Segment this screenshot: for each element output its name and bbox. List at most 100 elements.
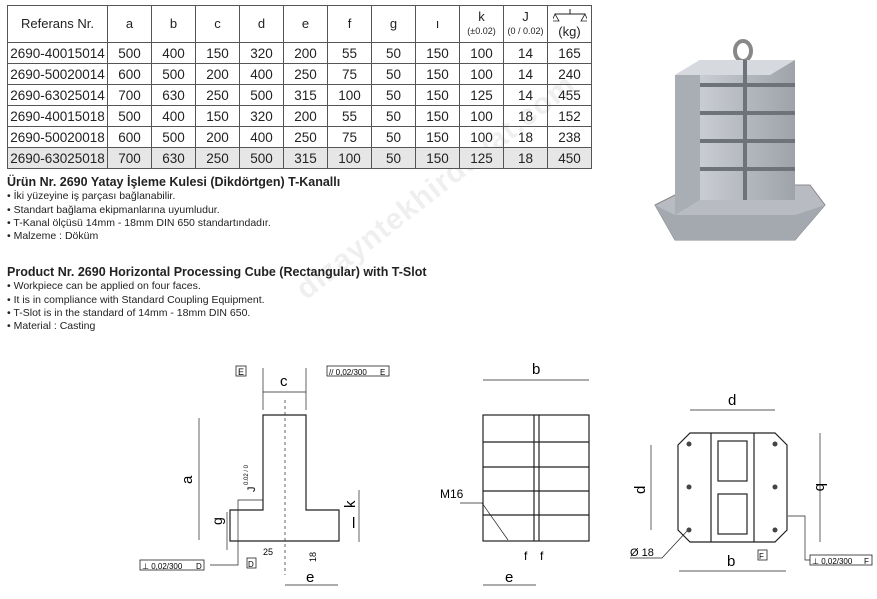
table-cell: 400 — [151, 105, 196, 127]
scale-icon — [552, 9, 587, 22]
header-label: (kg) — [558, 24, 581, 39]
dim-b-right: b — [812, 483, 829, 491]
column-header: J (0 / 0.02) — [503, 5, 548, 43]
dim-d-top: d — [728, 392, 736, 409]
perp-tolerance: ⊥ 0,02/300 — [812, 557, 853, 566]
table-cell: 165 — [547, 42, 592, 64]
dim-j-tolerance: 0.02 / 0 — [244, 464, 250, 485]
table-cell: 250 — [195, 84, 240, 106]
table-cell: 150 — [415, 105, 460, 127]
table-cell: 150 — [415, 84, 460, 106]
header-sub: (±0.02) — [467, 26, 496, 36]
dim-k: k — [342, 500, 359, 508]
header-label: e — [301, 16, 310, 31]
header-sub: (0 / 0.02) — [507, 26, 544, 36]
header-label: k — [478, 9, 485, 24]
table-cell: 150 — [415, 147, 460, 169]
en-bullet: • T-Slot is in the standard of 14mm - 18… — [7, 306, 251, 319]
dim-b-bottom: b — [727, 553, 735, 570]
dim-d-left: d — [632, 486, 649, 494]
tr-bullet: • İki yüzeyine iş parçası bağlanabilir. — [7, 190, 176, 203]
table-cell: 150 — [195, 42, 240, 64]
turkish-description: Ürün Nr. 2690 Yatay İşleme Kulesi (Dikdö… — [7, 175, 340, 243]
dim-j: J — [246, 487, 258, 493]
table-cell: 55 — [327, 105, 372, 127]
table-cell: 250 — [283, 63, 328, 85]
datum-e-label: E — [238, 367, 244, 377]
header-label: a — [125, 16, 134, 31]
table-cell: 50 — [371, 126, 416, 148]
table-cell: 18 — [503, 126, 548, 148]
en-bullet: • Workpiece can be applied on four faces… — [7, 280, 201, 293]
dim-a: a — [179, 475, 196, 484]
table-cell: 500 — [239, 147, 284, 169]
table-cell: 125 — [459, 84, 504, 106]
side-view-drawing: E // 0,02/300 E c a J 0.02 / 0 g k l ⊥ 0… — [139, 365, 390, 586]
perp-ref: F — [864, 557, 869, 566]
table-cell: 75 — [327, 63, 372, 85]
parallel-ref: E — [380, 368, 385, 377]
table-cell: 630 — [151, 147, 196, 169]
table-cell: 315 — [283, 84, 328, 106]
table-cell: 150 — [195, 105, 240, 127]
column-header: g — [371, 5, 416, 43]
table-cell: 450 — [547, 147, 592, 169]
column-header: k (±0.02) — [459, 5, 504, 43]
table-cell: 14 — [503, 63, 548, 85]
table-cell: 100 — [327, 84, 372, 106]
header-label: J — [522, 9, 529, 24]
table-cell: 455 — [547, 84, 592, 106]
perp-ref: D — [196, 562, 202, 571]
datum-d-label: D — [248, 560, 254, 569]
dim-g: g — [209, 517, 225, 525]
dim-e: e — [505, 569, 513, 586]
datum-f-label: F — [759, 552, 764, 561]
tr-bullet: • T-Kanal ölçüsü 14mm - 18mm DIN 650 sta… — [7, 216, 271, 229]
tr-bullet: • Malzeme : Döküm — [7, 230, 99, 243]
table-cell: 18 — [503, 147, 548, 169]
m16-label: M16 — [440, 487, 464, 501]
table-cell: 100 — [459, 126, 504, 148]
front-view-drawing: b M16 f f e — [440, 361, 590, 586]
table-cell: 200 — [283, 105, 328, 127]
header-label: g — [389, 16, 398, 31]
column-header: a — [107, 5, 152, 43]
table-cell: 2690-40015018 — [7, 105, 108, 127]
dim-c: c — [280, 373, 288, 390]
dim-l: l — [352, 515, 355, 532]
english-description: Product Nr. 2690 Horizontal Processing C… — [7, 265, 427, 333]
table-cell: 150 — [415, 126, 460, 148]
top-view-drawing: d d b b Ø 18 F ⊥ 0,02/300 F — [630, 392, 873, 572]
table-cell: 50 — [371, 42, 416, 64]
table-cell: 700 — [107, 84, 152, 106]
column-header: c — [195, 5, 240, 43]
hole-diameter: Ø 18 — [630, 547, 654, 559]
dim-e: e — [306, 569, 314, 586]
table-cell: 2690-63025014 — [7, 84, 108, 106]
column-header: Referans Nr. — [7, 5, 108, 43]
table-cell: 100 — [459, 105, 504, 127]
column-header: f — [327, 5, 372, 43]
table-cell: 500 — [107, 42, 152, 64]
header-label: ı — [435, 16, 440, 31]
table-cell: 700 — [107, 147, 152, 169]
table-cell: 600 — [107, 63, 152, 85]
dim-f: f — [540, 549, 544, 563]
table-cell: 50 — [371, 105, 416, 127]
en-bullet: • It is in compliance with Standard Coup… — [7, 293, 265, 306]
dim-18: 18 — [308, 552, 318, 562]
table-cell: 2690-63025018 — [7, 147, 108, 169]
table-cell: 14 — [503, 42, 548, 64]
table-cell: 50 — [371, 84, 416, 106]
table-cell: 315 — [283, 147, 328, 169]
dim-f: f — [524, 549, 528, 563]
table-cell: 320 — [239, 42, 284, 64]
table-cell: 238 — [547, 126, 592, 148]
table-cell: 100 — [459, 42, 504, 64]
column-header: d — [239, 5, 284, 43]
